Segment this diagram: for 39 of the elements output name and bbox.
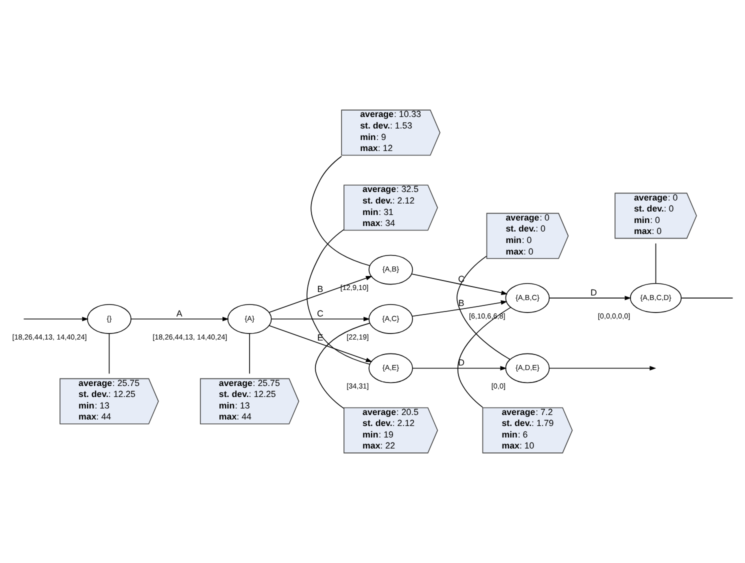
edge-label: B — [458, 298, 464, 308]
edge-label: C — [316, 308, 324, 318]
arrow — [549, 296, 632, 300]
connector — [249, 333, 250, 374]
arrow — [130, 316, 229, 322]
edge-label: D — [458, 358, 465, 368]
edge-label: E — [317, 332, 324, 343]
connector — [310, 156, 370, 266]
edge-label: B — [317, 284, 324, 294]
node-ellipse: {A,B,C} — [505, 283, 550, 313]
node-ellipse: {A,B,C,D} — [630, 283, 682, 313]
node-label: [0,0] — [491, 382, 506, 391]
arrow — [412, 366, 507, 370]
connector — [108, 333, 110, 374]
arrow — [23, 316, 89, 322]
connector — [457, 307, 512, 408]
connector — [655, 243, 656, 284]
edge-label: D — [590, 287, 597, 298]
node-label: [18,26,44,13, 14,40,24] — [12, 332, 87, 342]
node-ellipse: {A,D,E} — [505, 353, 550, 384]
node-ellipse: {A,C} — [368, 304, 413, 334]
node-label: [0,0,0,0,0] — [598, 311, 630, 320]
node-ellipse: {A,B} — [368, 254, 413, 285]
node-label: [22,19] — [346, 332, 369, 342]
node-label: [18,26,44,13, 14,40,24] — [152, 332, 228, 342]
edge-label: A — [176, 308, 182, 318]
arrow — [271, 316, 370, 322]
arrow — [268, 325, 372, 362]
connector — [314, 322, 370, 409]
arrow — [268, 276, 372, 313]
node-label: [12,9,10] — [340, 283, 369, 292]
arrow — [549, 366, 656, 370]
node-label: [34,31] — [346, 382, 369, 391]
node-ellipse: {A} — [227, 304, 272, 334]
arrow — [411, 274, 508, 295]
connector — [306, 229, 370, 365]
node-ellipse: {A,E} — [368, 353, 413, 384]
connector — [456, 256, 510, 360]
node-ellipse: {} — [87, 304, 132, 334]
